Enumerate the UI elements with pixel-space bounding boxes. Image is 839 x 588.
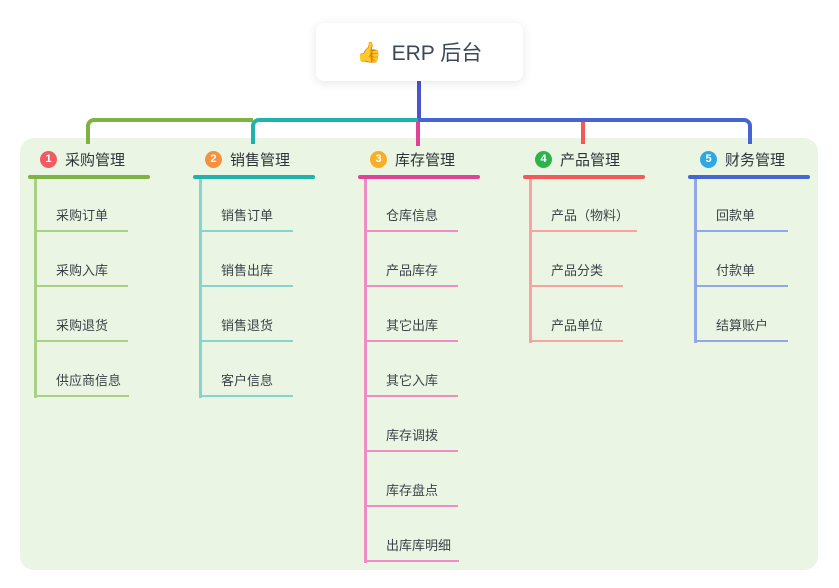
child-node[interactable]: 产品（物料） xyxy=(529,204,638,232)
child-node[interactable]: 销售退货 xyxy=(199,314,293,342)
child-node[interactable]: 供应商信息 xyxy=(34,369,130,397)
child-node[interactable]: 其它出库 xyxy=(364,314,458,342)
child-node[interactable]: 销售订单 xyxy=(199,204,293,232)
child-node[interactable]: 结算账户 xyxy=(694,314,788,342)
connector-branch5-line xyxy=(418,118,752,144)
branch-title[interactable]: 产品管理 xyxy=(560,152,621,169)
branch-title[interactable]: 采购管理 xyxy=(65,152,126,169)
branch-spine-line xyxy=(34,179,37,398)
child-node[interactable]: 产品分类 xyxy=(529,259,623,287)
branch-underline xyxy=(688,175,810,179)
thumbs-up-icon: 👍 xyxy=(356,41,382,64)
child-node[interactable]: 回款单 xyxy=(694,204,788,232)
connector-root-line xyxy=(417,81,421,122)
branch-underline xyxy=(193,175,315,179)
child-node[interactable]: 出库库明细 xyxy=(364,534,460,562)
child-node[interactable]: 采购退货 xyxy=(34,314,128,342)
child-node[interactable]: 产品单位 xyxy=(529,314,623,342)
child-node[interactable]: 仓库信息 xyxy=(364,204,458,232)
branch-number-badge: 3 xyxy=(370,151,387,168)
connector-branch3-line xyxy=(416,122,420,146)
branch-number-badge: 5 xyxy=(700,151,717,168)
child-node[interactable]: 客户信息 xyxy=(199,369,293,397)
branch-spine-line xyxy=(529,179,532,343)
child-node[interactable]: 其它入库 xyxy=(364,369,458,397)
branch-number-badge: 2 xyxy=(205,151,222,168)
branch-underline xyxy=(523,175,645,179)
root-node-label: ERP 后台 xyxy=(391,42,483,65)
branch-number-badge: 1 xyxy=(40,151,57,168)
child-node[interactable]: 采购入库 xyxy=(34,259,128,287)
branch-spine-line xyxy=(364,179,367,563)
connector-branch2-line xyxy=(251,118,418,144)
connector-branch1-line xyxy=(86,118,253,144)
branch-number-badge: 4 xyxy=(535,151,552,168)
child-node[interactable]: 采购订单 xyxy=(34,204,128,232)
branch-title[interactable]: 库存管理 xyxy=(395,152,456,169)
branch-underline xyxy=(358,175,480,179)
root-node[interactable]: 👍 ERP 后台 xyxy=(316,23,523,81)
child-node[interactable]: 付款单 xyxy=(694,259,788,287)
child-node[interactable]: 库存盘点 xyxy=(364,479,458,507)
branch-spine-line xyxy=(694,179,697,343)
branch-title[interactable]: 销售管理 xyxy=(230,152,291,169)
child-node[interactable]: 产品库存 xyxy=(364,259,458,287)
branch-underline xyxy=(28,175,150,179)
branches-panel xyxy=(20,138,818,570)
child-node[interactable]: 销售出库 xyxy=(199,259,293,287)
connector-branch4-line xyxy=(581,122,585,144)
child-node[interactable]: 库存调拨 xyxy=(364,424,458,452)
branch-spine-line xyxy=(199,179,202,398)
branch-title[interactable]: 财务管理 xyxy=(725,152,786,169)
